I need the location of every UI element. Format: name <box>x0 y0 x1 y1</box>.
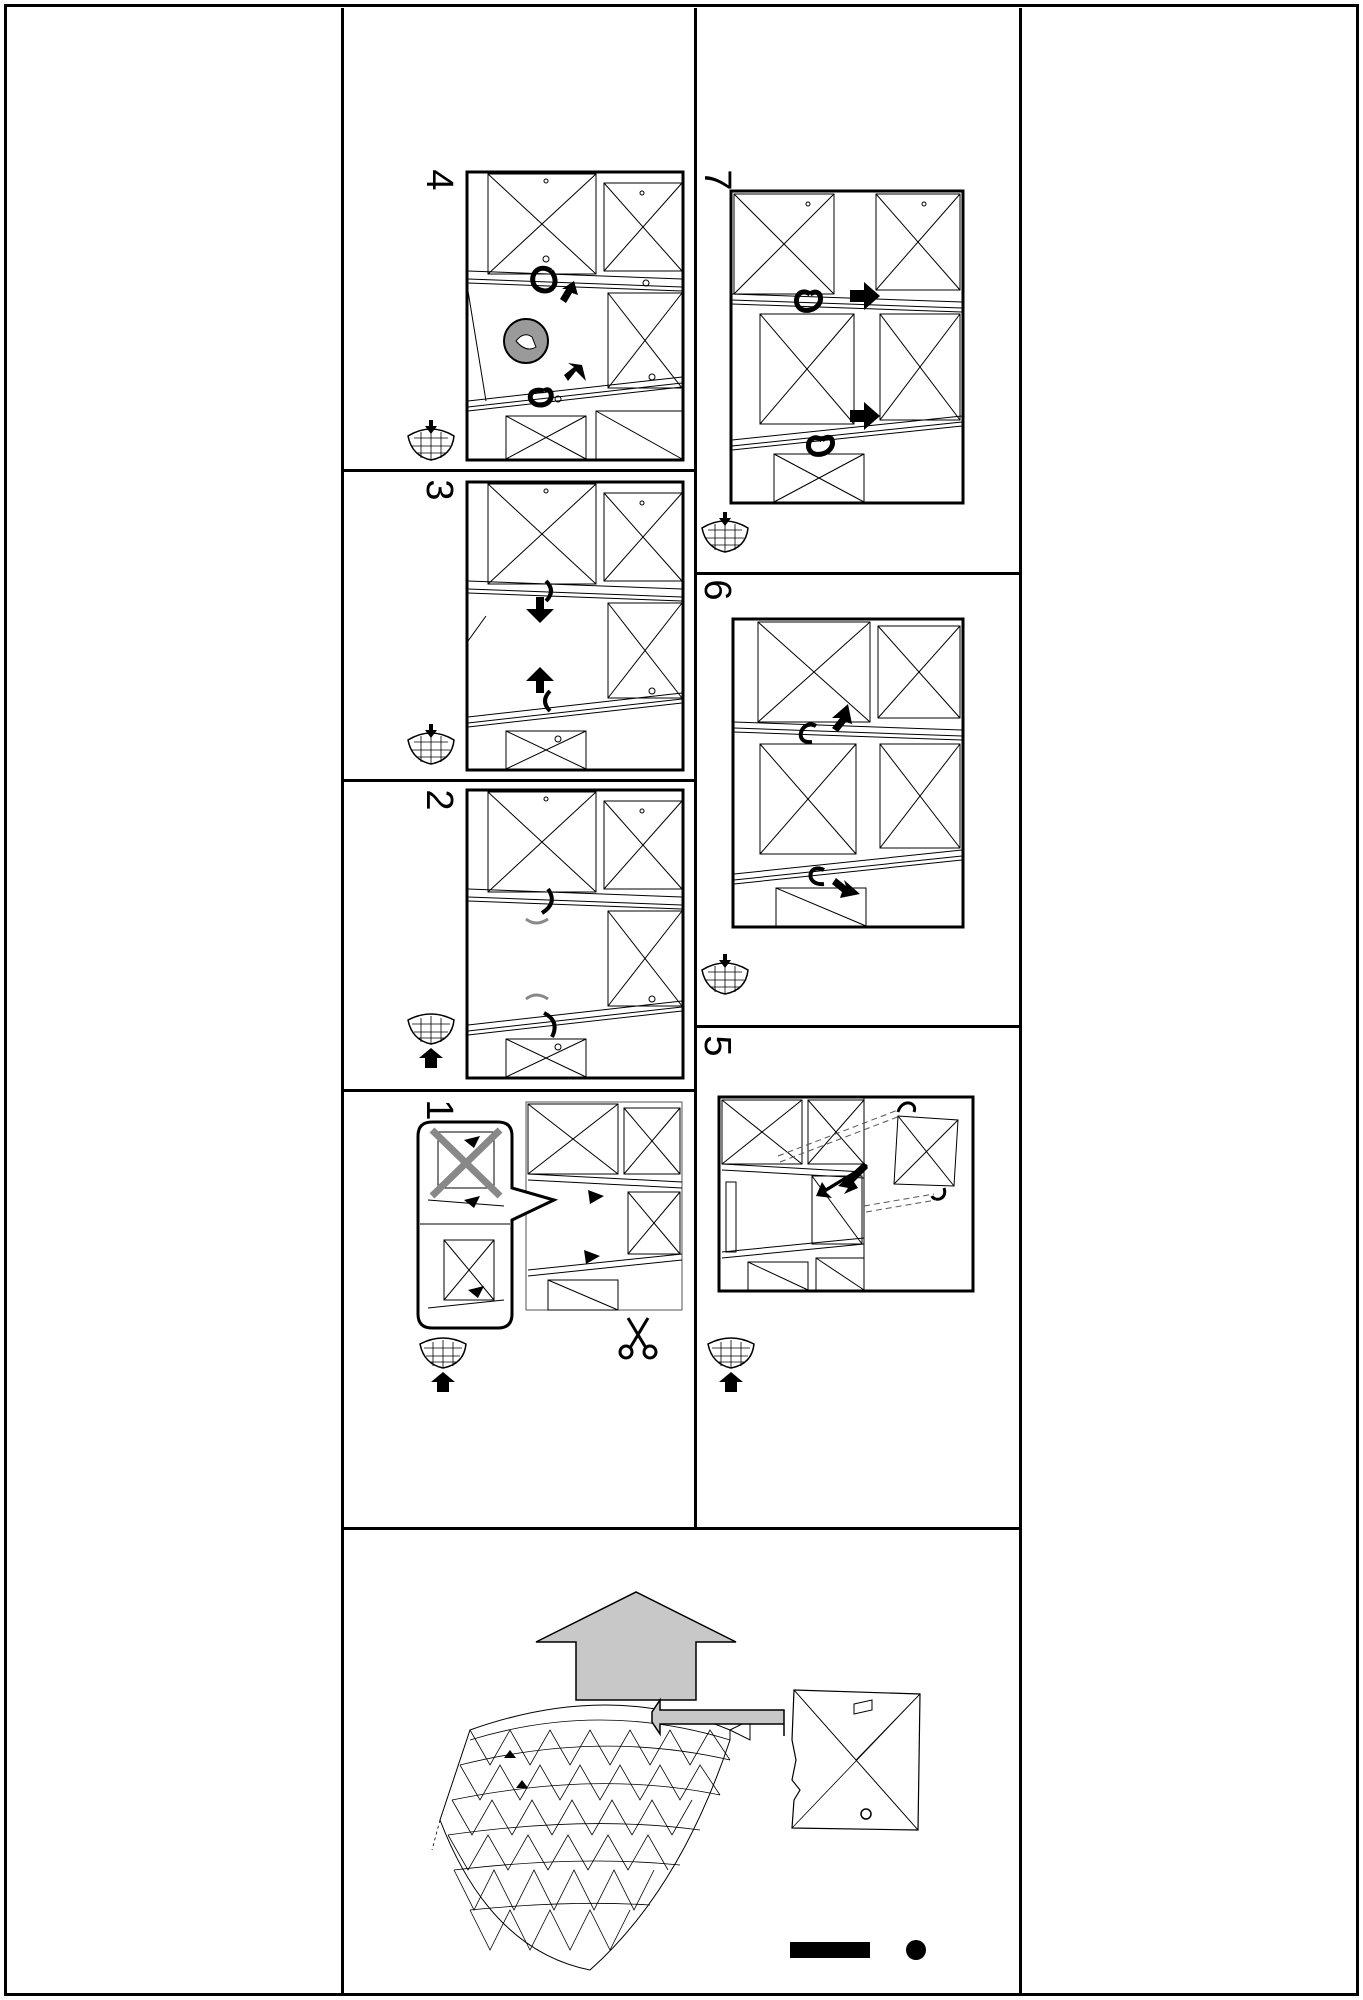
divider-3-2 <box>343 779 696 782</box>
right-divider <box>1019 8 1022 1993</box>
up-arrow-icon <box>431 1372 455 1392</box>
step-number-2: 2 <box>418 789 460 811</box>
lamp-shade-icon <box>701 954 749 995</box>
step-4-illustration <box>465 170 685 462</box>
middle-divider <box>694 8 697 1529</box>
gray-arrow-icon <box>535 1591 737 1701</box>
scissors-icon <box>618 1317 658 1360</box>
step-3-illustration <box>465 480 685 772</box>
divider-2-1 <box>343 1089 696 1092</box>
lamp-shade-icon <box>407 724 455 765</box>
up-arrow-icon <box>719 1372 743 1392</box>
page-frame <box>4 4 1359 1996</box>
step-number-5: 5 <box>696 1035 738 1057</box>
step-1-illustration <box>416 1101 683 1360</box>
divider-bottom <box>343 1527 1021 1530</box>
lamp-shade-icon <box>407 1013 455 1068</box>
step-number-3: 3 <box>418 479 460 501</box>
step-number-4: 4 <box>418 169 460 191</box>
lamp-shade-icon <box>407 420 455 461</box>
divider-6-5 <box>696 1025 1021 1028</box>
step-7-illustration <box>729 189 965 505</box>
lamp-shade-icon <box>419 1337 467 1392</box>
exclamation-icon <box>790 1940 926 1960</box>
left-divider <box>341 8 344 1993</box>
up-arrow-icon <box>419 1048 443 1068</box>
step-6-illustration <box>731 617 965 929</box>
lamp-shade-icon <box>701 512 749 553</box>
divider-4-3 <box>343 469 696 472</box>
step-2-illustration <box>465 788 685 1080</box>
step-number-6: 6 <box>696 579 738 601</box>
lamp-shade-icon <box>707 1337 755 1392</box>
overview-illustration <box>431 1591 926 1971</box>
divider-7-6 <box>696 572 1021 575</box>
step-5-illustration <box>717 1095 975 1293</box>
